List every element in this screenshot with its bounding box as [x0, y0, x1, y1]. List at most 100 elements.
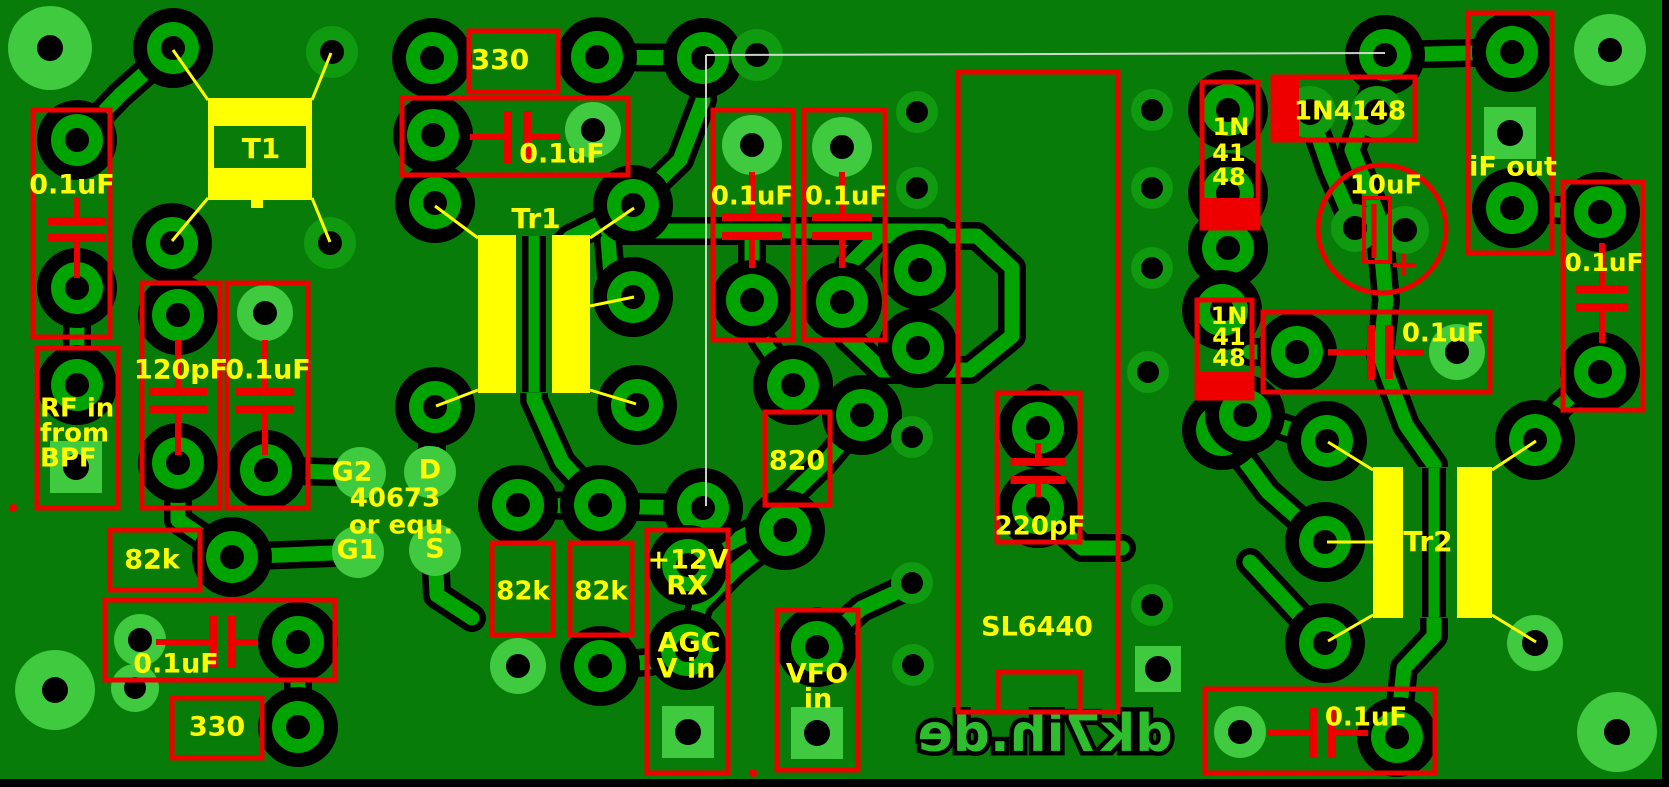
transformer-leader-line: [170, 197, 210, 242]
pad-hole: [286, 715, 310, 739]
pad-hole: [1393, 218, 1417, 242]
transformer-leader-line: [589, 206, 635, 240]
silkscreen-box: [489, 540, 556, 638]
pad-hole: [804, 720, 830, 746]
pad-hole: [37, 35, 63, 61]
component-label: 0.1uF: [519, 139, 605, 170]
component-label: 0.1uF: [133, 649, 219, 680]
component-label: RX: [666, 571, 708, 602]
transformer-leader-line: [1327, 440, 1374, 472]
pad-hole: [1210, 298, 1234, 322]
pad-hole: [421, 123, 445, 147]
silkscreen-box: [801, 107, 888, 343]
pad-hole: [830, 290, 854, 314]
pad-hole: [1445, 340, 1469, 364]
component-label: G2: [332, 457, 373, 488]
pad-hole: [906, 101, 928, 123]
silkscreen-box: [107, 527, 203, 593]
silkscreen-box: [224, 280, 311, 511]
pad-hole: [1216, 236, 1240, 260]
component-label: AGC: [658, 628, 721, 659]
pad-hole: [1026, 496, 1050, 520]
component-label: 0.1uF: [1325, 703, 1407, 733]
pad-hole: [1026, 416, 1050, 440]
component-label: SL6440: [981, 612, 1093, 643]
pad-hole: [286, 630, 310, 654]
component-label: RF in: [40, 394, 114, 424]
transformer-leader-line: [434, 204, 479, 240]
pad-hole: [1500, 40, 1524, 64]
transformer-notch: [251, 198, 263, 208]
silkscreen-box: [399, 95, 631, 178]
component-label: BPF: [40, 444, 97, 474]
transformer-leader-line: [1327, 613, 1374, 643]
silkscreen-box: [139, 280, 223, 511]
pad-hole: [588, 493, 612, 517]
component-label: 0.1uF: [1402, 319, 1484, 349]
transformer-leader-line: [435, 388, 479, 408]
component-label: 120pF: [134, 355, 228, 386]
component-label: in: [804, 684, 832, 715]
pad-hole: [781, 373, 805, 397]
pad-hole: [506, 654, 530, 678]
pad-hole: [1297, 99, 1323, 125]
pad-hole: [166, 451, 190, 475]
pad-hole: [585, 45, 609, 69]
component-label: iF out: [1469, 152, 1557, 183]
component-label: 0.1uF: [711, 182, 793, 212]
component-label: from: [40, 419, 109, 449]
pad-hole: [1216, 98, 1240, 122]
component-label: 82k: [124, 545, 181, 576]
pad-hole: [1315, 429, 1339, 453]
silkscreen-box: [762, 409, 833, 508]
pad-hole: [691, 496, 715, 520]
board-edge-bottom: [0, 779, 1669, 787]
pad-light: [409, 524, 461, 576]
silkscreen-box: [995, 669, 1083, 715]
pad-hole: [254, 458, 278, 482]
pad-hole: [65, 128, 89, 152]
pad-hole: [1497, 120, 1523, 146]
polarity-bar-outline: [1362, 196, 1392, 264]
component-label: 0.1uF: [29, 170, 115, 201]
pad-hole: [1228, 720, 1252, 744]
silkscreen-box: [169, 695, 265, 761]
transformer-leader-line: [1491, 439, 1537, 472]
component-label: Tr2: [1403, 525, 1452, 558]
component-label: 0.1uF: [225, 355, 311, 386]
plus-sign: +: [1389, 244, 1419, 285]
pad-hole: [1500, 196, 1524, 220]
component-label: 220pF: [995, 512, 1086, 542]
pad-hole: [1343, 216, 1367, 240]
component-label: 1N4148: [1294, 97, 1406, 127]
diode-band: [1273, 77, 1299, 140]
pad-hole: [675, 719, 701, 745]
component-label: 820: [769, 446, 825, 477]
silkscreen-dot: [9, 504, 17, 512]
pad-hole: [581, 118, 605, 142]
pad-hole: [253, 301, 277, 325]
transformer-window: [214, 126, 306, 168]
pad-hole: [691, 46, 715, 70]
pad-hole: [1285, 340, 1309, 364]
pad-hole: [625, 393, 649, 417]
silkscreen-box: [567, 540, 635, 638]
silkscreen-box: [466, 28, 561, 95]
pad-hole: [1588, 200, 1612, 224]
component-label: 1N: [1213, 113, 1250, 141]
pad-hole: [906, 336, 930, 360]
silkscreen-box: [1260, 309, 1493, 395]
transformer-leader-line: [1491, 613, 1537, 644]
pad-hole: [740, 133, 764, 157]
component-label: T1: [242, 132, 281, 165]
component-label: 48: [1212, 344, 1245, 372]
pad-hole: [1313, 631, 1337, 655]
component-label: D: [419, 455, 441, 486]
pad-hole: [1141, 594, 1163, 616]
component-label: 0.1uF: [805, 182, 887, 212]
silkscreen-box: [774, 607, 861, 773]
component-label: V in: [657, 654, 716, 685]
pad-hole: [166, 303, 190, 327]
component-label: 41: [1212, 139, 1245, 167]
